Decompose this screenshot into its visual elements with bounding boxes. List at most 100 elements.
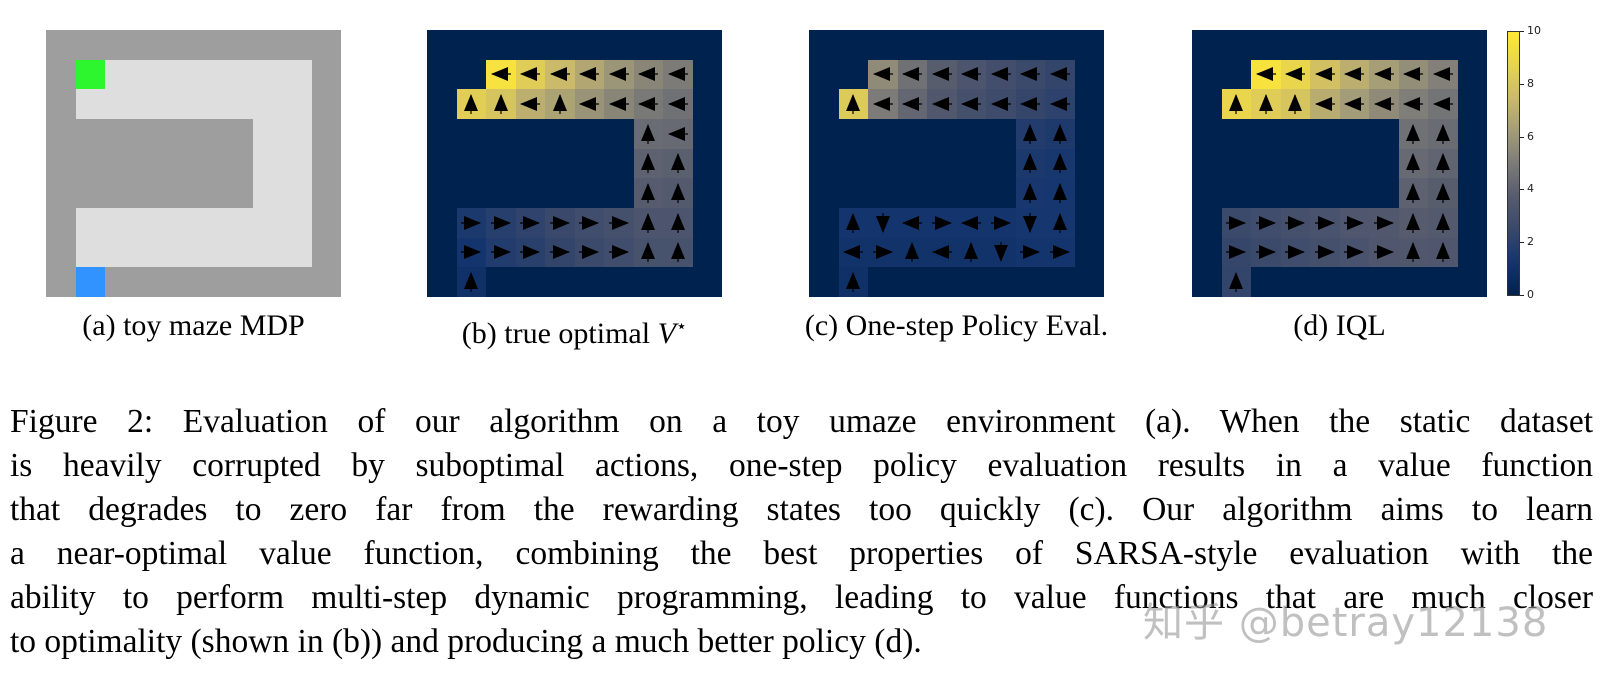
- value-heatmap: [427, 30, 722, 297]
- value-cell: [1398, 118, 1428, 149]
- empty-cell: [692, 89, 722, 119]
- value-cell: [515, 207, 545, 238]
- empty-cell: [897, 30, 927, 60]
- maze-wall-cell: [164, 148, 194, 179]
- empty-cell: [927, 148, 957, 179]
- value-cell: [986, 237, 1016, 268]
- colorbar-tick-label: 6: [1527, 129, 1534, 143]
- value-cell: [1045, 118, 1075, 149]
- empty-cell: [1369, 178, 1399, 208]
- empty-cell: [897, 267, 927, 297]
- value-cell: [604, 59, 634, 90]
- empty-cell: [927, 178, 957, 208]
- empty-cell: [692, 267, 722, 297]
- value-cell: [838, 207, 868, 238]
- empty-cell: [1074, 178, 1104, 208]
- empty-cell: [427, 89, 457, 119]
- empty-cell: [1369, 267, 1399, 297]
- colorbar-tick-label: 4: [1527, 182, 1534, 196]
- value-cell: [574, 59, 604, 90]
- empty-cell: [456, 30, 486, 60]
- subcaption-b: (b) true optimal V⋆: [407, 308, 742, 352]
- empty-cell: [927, 30, 957, 60]
- maze-floor-cell: [223, 207, 253, 238]
- maze-floor-cell: [193, 207, 223, 238]
- value-cell: [456, 267, 486, 297]
- empty-cell: [956, 118, 986, 149]
- value-cell: [1045, 89, 1075, 119]
- empty-cell: [1221, 118, 1251, 149]
- empty-cell: [809, 178, 839, 208]
- subcaption-b-star: ⋆: [675, 316, 688, 336]
- empty-cell: [956, 178, 986, 208]
- maze-wall-cell: [164, 118, 194, 149]
- maze-floor-cell: [164, 59, 194, 90]
- colorbar-tick: [1520, 83, 1524, 85]
- value-cell: [1221, 89, 1251, 119]
- empty-cell: [868, 30, 898, 60]
- empty-cell: [604, 267, 634, 297]
- empty-cell: [604, 148, 634, 179]
- maze-floor-cell: [282, 59, 312, 90]
- caption-line: that degrades to zero far from the rewar…: [10, 491, 1593, 528]
- empty-cell: [1428, 267, 1458, 297]
- maze-wall-cell: [46, 89, 76, 119]
- empty-cell: [809, 267, 839, 297]
- value-cell: [633, 237, 663, 268]
- value-cell: [956, 207, 986, 238]
- value-cell: [574, 89, 604, 119]
- empty-cell: [1280, 30, 1310, 60]
- value-cell: [604, 207, 634, 238]
- maze-wall-cell: [223, 118, 253, 149]
- empty-cell: [663, 267, 693, 297]
- start-cell: [75, 267, 105, 297]
- maze-wall-cell: [46, 267, 76, 297]
- value-cell: [1045, 207, 1075, 238]
- empty-cell: [427, 30, 457, 60]
- maze-wall-cell: [105, 148, 135, 179]
- value-cell: [1398, 59, 1428, 90]
- empty-cell: [515, 118, 545, 149]
- colorbar-tick: [1520, 136, 1524, 138]
- empty-cell: [545, 118, 575, 149]
- value-cell: [897, 59, 927, 90]
- maze-wall-cell: [134, 148, 164, 179]
- value-cell: [545, 89, 575, 119]
- empty-cell: [1457, 237, 1487, 268]
- value-cell: [633, 148, 663, 179]
- value-cell: [574, 237, 604, 268]
- maze-floor-cell: [193, 237, 223, 268]
- empty-cell: [427, 118, 457, 149]
- maze-wall-cell: [223, 30, 253, 60]
- panel-a-maze: [46, 30, 341, 297]
- maze-wall-cell: [311, 30, 341, 60]
- value-cell: [456, 89, 486, 119]
- maze-floor-cell: [282, 89, 312, 119]
- maze-floor-cell: [134, 59, 164, 90]
- empty-cell: [1074, 207, 1104, 238]
- empty-cell: [1192, 148, 1222, 179]
- empty-cell: [1310, 267, 1340, 297]
- empty-cell: [838, 118, 868, 149]
- value-cell: [1310, 207, 1340, 238]
- value-cell: [868, 207, 898, 238]
- empty-cell: [1369, 148, 1399, 179]
- value-cell: [1339, 237, 1369, 268]
- maze-floor-cell: [252, 118, 282, 149]
- value-cell: [897, 237, 927, 268]
- value-cell: [663, 148, 693, 179]
- maze-wall-cell: [134, 118, 164, 149]
- empty-cell: [1339, 267, 1369, 297]
- value-cell: [1310, 59, 1340, 90]
- subcaption-d: (d) IQL: [1293, 309, 1386, 342]
- empty-cell: [1310, 30, 1340, 60]
- empty-cell: [897, 148, 927, 179]
- maze-wall-cell: [223, 267, 253, 297]
- empty-cell: [809, 89, 839, 119]
- empty-cell: [1428, 30, 1458, 60]
- value-cell: [1251, 237, 1281, 268]
- value-cell: [927, 237, 957, 268]
- maze-floor-cell: [164, 207, 194, 238]
- value-cell: [927, 89, 957, 119]
- empty-cell: [633, 30, 663, 60]
